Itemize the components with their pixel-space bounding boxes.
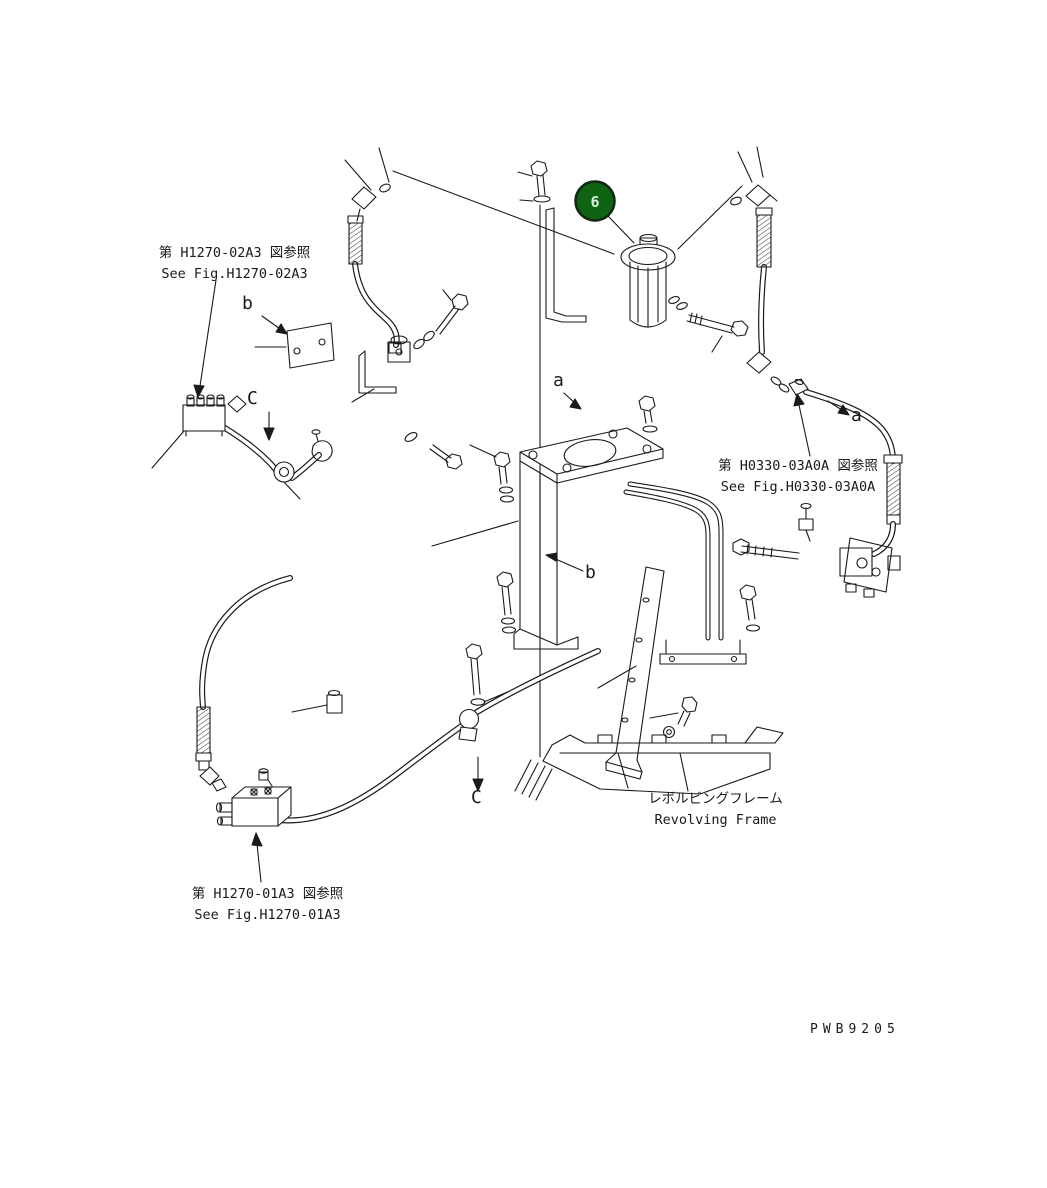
reference-top-left-en: See Fig.H1270-02A3 (161, 265, 308, 282)
reference-bottom-left-en: See Fig.H1270-01A3 (194, 906, 341, 923)
reference-right: 第 H0330-03A0A 図参照 See Fig.H0330-03A0A (698, 456, 898, 498)
reference-right-jp: 第 H0330-03A0A 図参照 (718, 458, 878, 474)
revolving-frame-label: レボルビングフレーム Revolving Frame (638, 789, 793, 831)
reference-bottom-left: 第 H1270-01A3 図参照 See Fig.H1270-01A3 (170, 884, 365, 926)
view-label-c-bottom: C (471, 787, 482, 808)
left-manifold-assembly (182, 394, 463, 483)
right-upper-hose-assembly (730, 184, 903, 525)
callout-ring (575, 181, 615, 221)
revolving-frame-label-en: Revolving Frame (654, 811, 777, 828)
callout-number: 6 (590, 193, 599, 211)
view-label-b-upper: b (242, 293, 253, 314)
top-left-hose-assembly (347, 183, 402, 354)
scattered-fasteners (465, 451, 698, 739)
center-mount-plate (513, 427, 747, 665)
reference-top-left-jp: 第 H1270-02A3 図参照 (158, 245, 311, 261)
part-callout-6[interactable]: 6 (574, 180, 616, 222)
view-arrows (193, 279, 850, 883)
view-label-b-center: b (585, 562, 596, 583)
reference-right-en: See Fig.H0330-03A0A (720, 478, 876, 495)
revolving-frame (514, 726, 784, 801)
view-label-a-right: a (851, 405, 862, 426)
support-bracket (605, 566, 665, 780)
view-label-a-center: a (553, 370, 564, 391)
reference-bottom-left-jp: 第 H1270-01A3 図参照 (191, 886, 344, 902)
left-bracket-assembly (286, 293, 469, 394)
drawing-number: PWB9205 (810, 1022, 900, 1037)
bottom-valve-assembly (215, 768, 292, 827)
bottom-hose-assembly (195, 578, 598, 820)
view-label-c-upper: C (247, 388, 258, 409)
right-valve-assembly (732, 502, 901, 632)
reference-top-left: 第 H1270-02A3 図参照 See Fig.H1270-02A3 (132, 243, 337, 285)
revolving-frame-label-jp: レボルビングフレーム (648, 791, 783, 807)
leader-lines (151, 146, 764, 758)
center-filter-assembly (530, 160, 749, 433)
